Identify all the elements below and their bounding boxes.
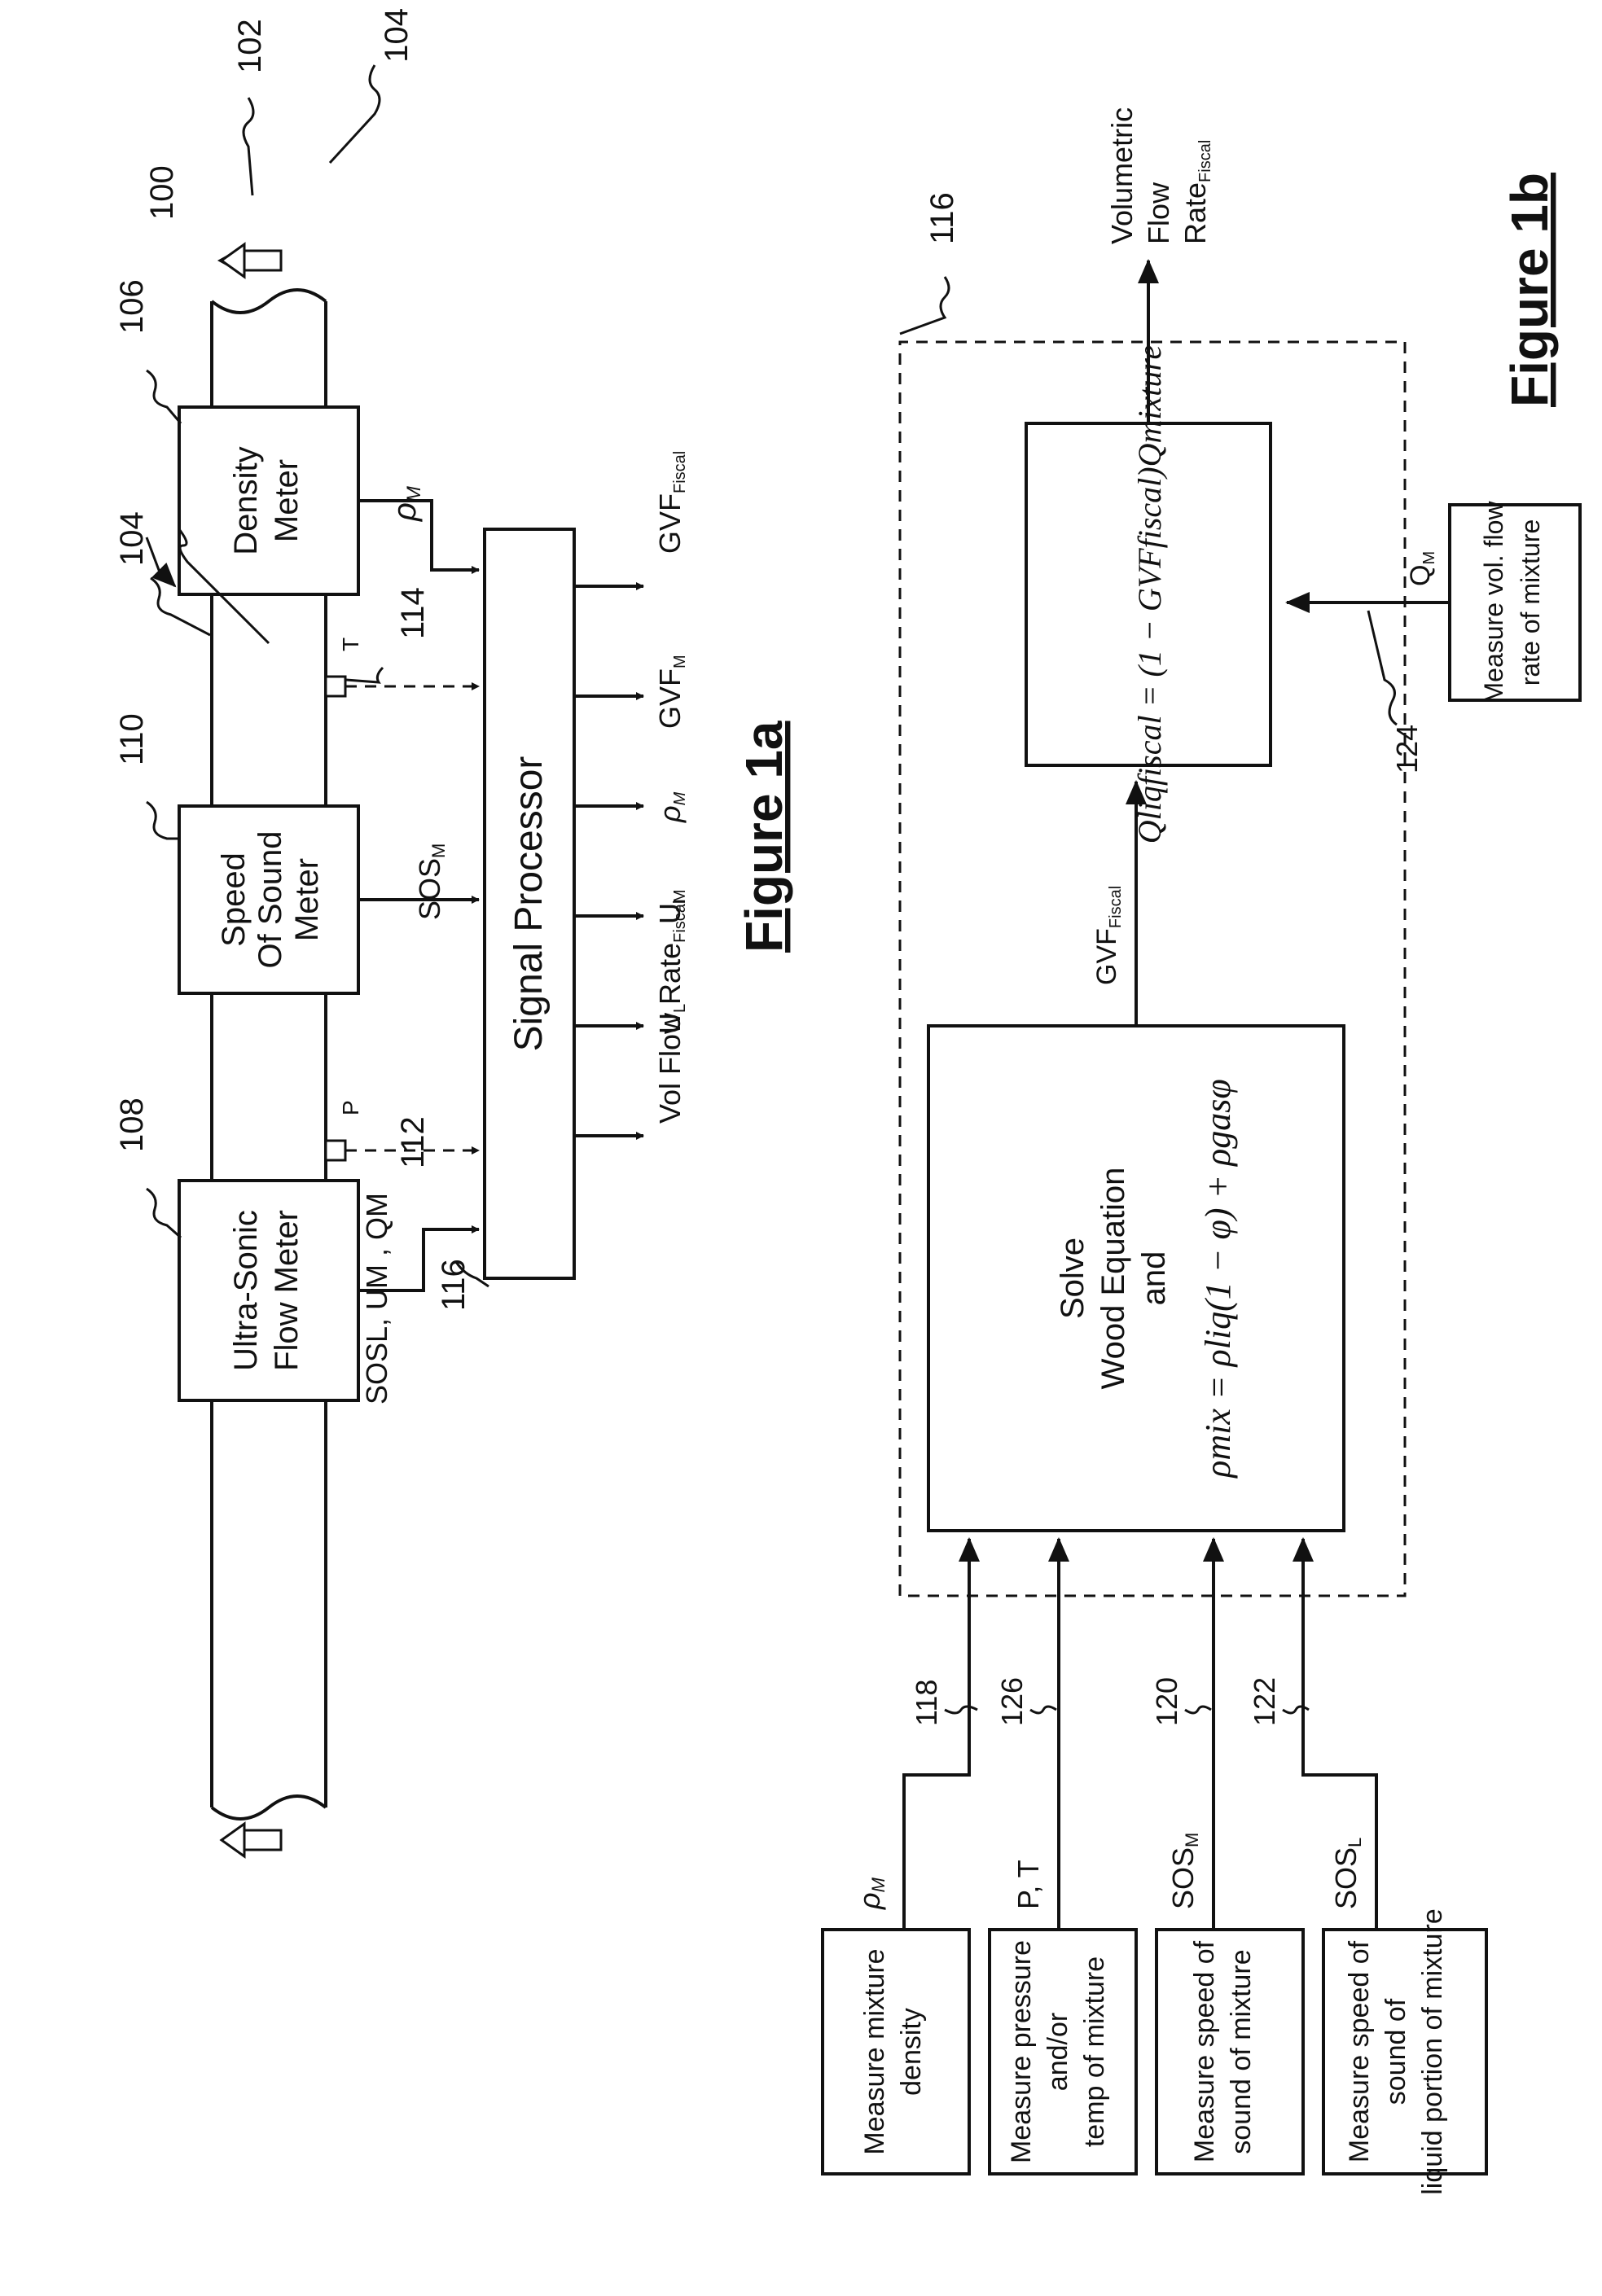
input-signal-pt: P, T [1012,1860,1045,1909]
input-box-sos-mixture: Measure speed of sound of mixture [1157,1930,1303,2174]
figure-1a: Density Meter Speed Of Sound Meter Ultra… [114,8,793,1856]
input-signal-sos-l: SOSL [1329,1838,1365,1909]
density-meter: Density Meter [179,407,358,594]
output-label-l2: Flow [1142,182,1175,244]
ultrasonic-meter-label-line1: Ultra-Sonic [228,1210,264,1371]
pipe-left-break [212,290,326,313]
mixture-flow-label-l1: Measure vol. flow [1479,501,1508,704]
ref-124-leader [1368,611,1397,725]
pipe-right-break [212,1796,326,1819]
ref-110: 110 [114,713,150,765]
input-box-sos-liquid: Measure speed of sound of liquid portion… [1323,1908,1486,2195]
ref-104-left: 104 [379,8,415,63]
output-label-l3: RateFiscal [1178,140,1214,244]
ref-118: 118 [910,1680,943,1726]
input-signal-rho-m: ρM [853,1877,889,1910]
figure-1b-title: Figure 1b [1500,173,1559,407]
input-sosl-label-l3: liquid portion of mixture [1417,1908,1448,2195]
ref-116-1a: 116 [436,1259,472,1311]
solve-line1: Solve [1055,1238,1091,1319]
mixture-flow-signal: QM [1405,551,1438,586]
solve-line3: and [1136,1251,1172,1306]
ref-108: 108 [114,1098,150,1152]
input-sosl-label-l1: Measure speed of [1344,1940,1375,2162]
temperature-sensor: T [326,638,479,696]
ref-122: 122 [1248,1677,1281,1726]
measure-mixture-flow-box: Measure vol. flow rate of mixture [1450,501,1580,704]
ultrasonic-flow-meter: Ultra-Sonic Flow Meter [179,1181,358,1400]
output-gvf-m: GVFM [653,655,689,729]
flow-in-arrow [220,244,281,277]
ref-106: 106 [114,279,150,334]
input-line-density [904,1539,969,1930]
sos-meter: Speed Of Sound Meter [179,806,358,993]
input-density-label-l2: density [896,2008,927,2096]
ref-126: 126 [995,1677,1029,1726]
sos-meter-label-line1: Speed [216,852,252,947]
input-pt-label-l2: and/or [1042,2013,1073,2091]
ref-126-leader [1030,1707,1056,1713]
mixture-density-equation: ρmix = ρliq(1 − φ) + ρgasφ [1198,1079,1238,1479]
solve-wood-equation-block: Solve Wood Equation and ρmix = ρliq(1 − … [928,1026,1344,1531]
input-density-label-l1: Measure mixture [859,1948,890,2154]
ref-120-leader [1185,1707,1211,1713]
output-label-l1: Volumetric [1105,107,1139,244]
density-signal-label: ρM [387,486,425,522]
ref-122-leader [1283,1707,1309,1713]
input-sosm-label-l2: sound of mixture [1226,1949,1257,2154]
mixture-flow-label-l2: rate of mixture [1516,519,1545,686]
figure-1a-title: Figure 1a [735,721,793,953]
input-signal-sos-m: SOSM [1166,1833,1202,1909]
density-meter-label-line1: Density [228,446,264,554]
sos-signal-label: SOSM [413,843,449,920]
ref-112: 112 [395,1116,431,1168]
gvf-fiscal-label: GVFFiscal [1091,886,1125,985]
ref-104-mid: 104 [114,511,150,566]
ref-114: 114 [395,587,431,639]
reference-numerals-1a: 100 102 104 104 106 108 110 112 114 116 [114,8,489,1311]
ref-100: 100 [144,165,180,220]
ultrasonic-outputs-label: SOSL, UM , QM [360,1193,393,1404]
ref-116-1b-leader [900,277,949,334]
ref-102: 102 [232,19,268,73]
solve-line2: Wood Equation [1095,1168,1131,1390]
output-vol-flow-rate-fiscal: Vol Flow RateFiscal [653,900,689,1124]
input-pt-label-l1: Measure pressure [1006,1940,1037,2163]
flow-out-arrow [222,1824,281,1856]
ref-120: 120 [1150,1677,1183,1726]
input-box-pressure-temp: Measure pressure and/or temp of mixture [990,1930,1136,2174]
signal-processor-label: Signal Processor [507,756,551,1052]
input-box-density: Measure mixture density [823,1930,969,2174]
figure-1b: Measure mixture density Measure pressure… [823,107,1580,2195]
ref-118-leader [945,1707,977,1713]
sos-meter-label-line2: Of Sound [252,830,288,968]
pressure-label: P [338,1100,363,1115]
sos-meter-label-line3: Meter [289,858,325,941]
signal-processor: Signal Processor [485,529,574,1278]
ref-124: 124 [1390,725,1424,773]
output-rho-m: ρM [653,791,689,823]
input-sosm-label-l1: Measure speed of [1189,1940,1220,2162]
temp-label: T [338,638,363,651]
input-pt-label-l3: temp of mixture [1079,1956,1110,2147]
ref-116-1b: 116 [924,192,960,244]
ultrasonic-meter-label-line2: Flow Meter [269,1210,305,1371]
input-sosl-label-l2: sound of [1380,1998,1411,2105]
output-gvf-fiscal: GVFFiscal [653,451,689,554]
density-meter-label-line2: Meter [269,459,305,542]
processor-outputs: GVFFiscal GVFM ρM UM UL Vol Flow RateFis… [574,451,689,1136]
